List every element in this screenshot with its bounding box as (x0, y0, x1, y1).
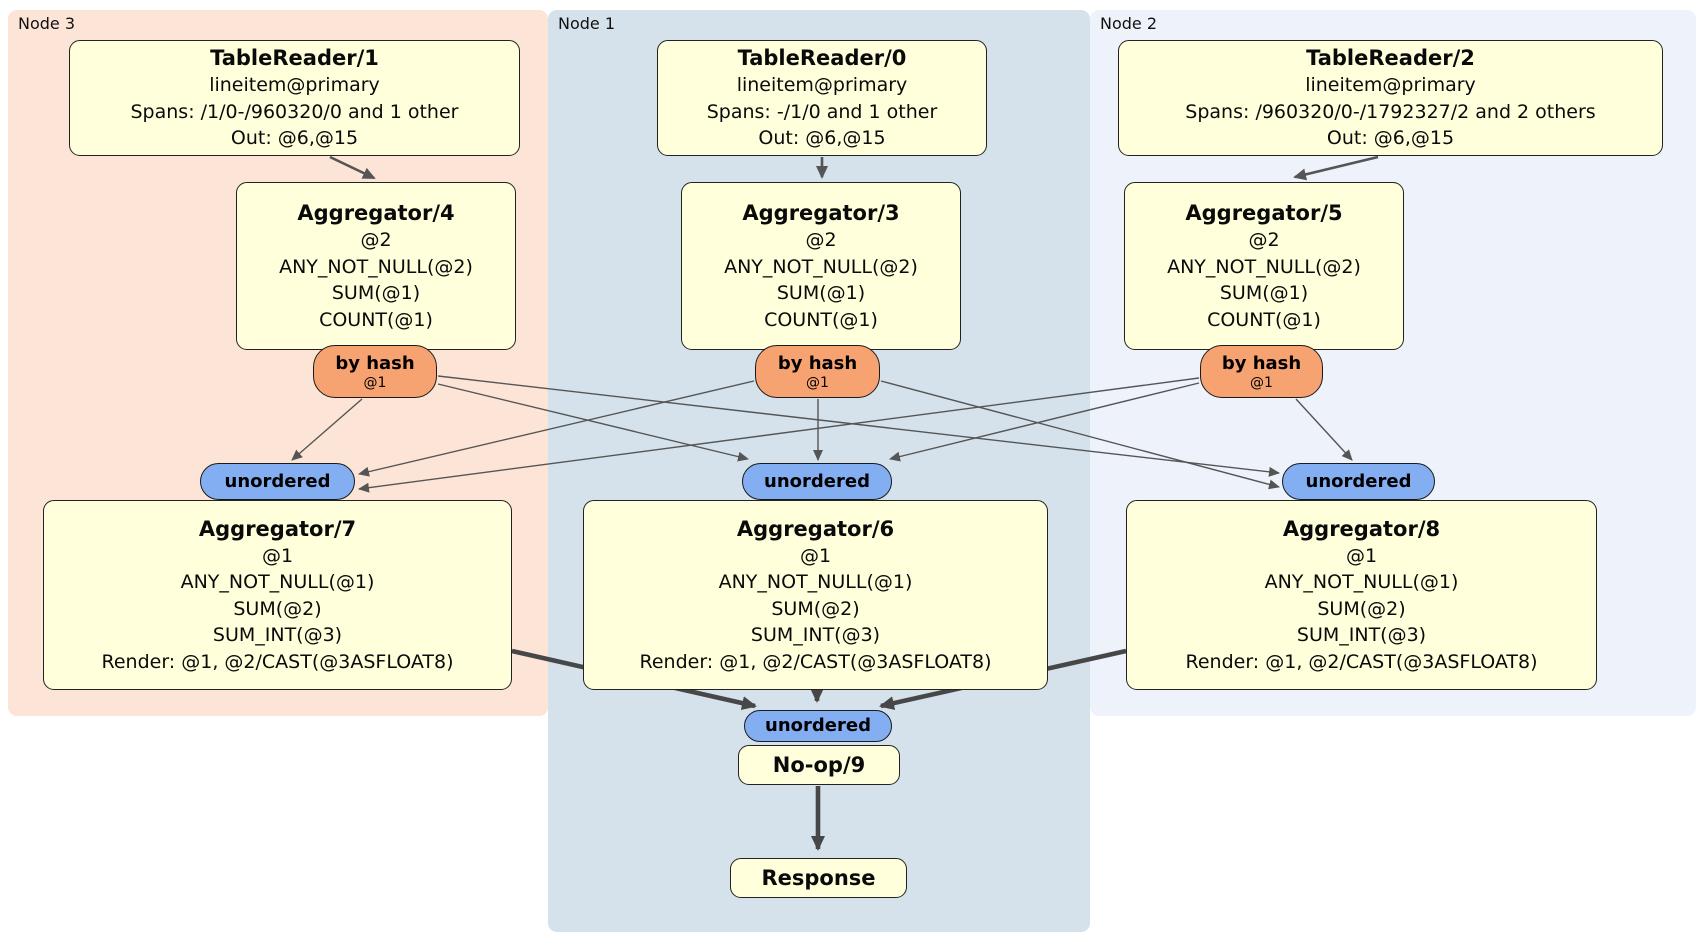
node-label-node3: Node 3 (18, 14, 76, 33)
box-line-aggregator3: SUM(@1) (776, 282, 866, 304)
edge-byhash-left-to-unordered-right (437, 375, 1280, 477)
box-line-aggregator5: ANY_NOT_NULL(@2) (1167, 255, 1361, 278)
box-line-aggregator8: Render: @1, @2/CAST(@3ASFLOAT8) (1185, 650, 1538, 673)
box-line-aggregator5: SUM(@1) (1219, 282, 1309, 304)
box-line-aggregator5: @2 (1248, 229, 1280, 251)
box-title-tablereader1: TableReader/1 (210, 46, 379, 71)
pill-label-unordered-left: unordered (224, 470, 331, 492)
edge-tablereader1-to-aggregator4 (329, 155, 376, 180)
box-line-tablereader2: lineitem@primary (1305, 74, 1476, 97)
edge-byhash-center-to-unordered-left (358, 380, 755, 477)
box-line-aggregator6: @1 (799, 544, 832, 567)
edge-byhash-center-to-unordered-right (880, 380, 1280, 490)
pill-label-unordered-center: unordered (764, 470, 870, 492)
box-line-aggregator4: ANY_NOT_NULL(@2) (279, 255, 473, 278)
pill-label-byhash-center: by hash (777, 352, 858, 374)
box-line-aggregator8: SUM(@2) (1317, 597, 1406, 620)
box-title-aggregator4: Aggregator/4 (297, 201, 455, 225)
box-line-aggregator8: ANY_NOT_NULL(@1) (1264, 571, 1459, 594)
pill-byhash-center: by hash@1 (755, 345, 880, 398)
pill-label-unordered-bottom: unordered (765, 715, 871, 736)
pill-unordered-right: unordered (1282, 463, 1435, 500)
pill-unordered-bottom: unordered (744, 710, 892, 742)
pill-unordered-center: unordered (742, 463, 892, 500)
box-line-tablereader1: Spans: /1/0-/960320/0 and 1 other (130, 100, 459, 123)
box-line-aggregator7: @1 (261, 544, 294, 567)
box-line-aggregator4: SUM(@1) (331, 282, 421, 304)
box-noop9: No-op/9 (738, 745, 900, 785)
box-title-aggregator5: Aggregator/5 (1185, 201, 1343, 225)
node-label-node2: Node 2 (1100, 14, 1158, 33)
box-line-aggregator6: Render: @1, @2/CAST(@3ASFLOAT8) (639, 650, 992, 673)
box-line-tablereader2: Out: @6,@15 (1326, 127, 1455, 150)
box-title-tablereader0: TableReader/0 (737, 46, 907, 71)
box-line-aggregator7: SUM(@2) (233, 597, 322, 620)
pill-label-byhash-right: by hash (1221, 352, 1302, 374)
box-line-aggregator8: SUM_INT(@3) (1296, 624, 1427, 647)
box-line-tablereader2: Spans: /960320/0-/1792327/2 and 2 others (1185, 100, 1596, 123)
box-line-aggregator6: ANY_NOT_NULL(@1) (718, 571, 913, 594)
pill-sub-byhash-right: @1 (1250, 374, 1273, 391)
box-line-aggregator3: COUNT(@1) (764, 308, 878, 331)
box-title-noop9: No-op/9 (772, 753, 866, 777)
box-line-tablereader1: Out: @6,@15 (230, 127, 359, 150)
pill-label-byhash-left: by hash (335, 352, 415, 374)
box-title-aggregator8: Aggregator/8 (1282, 516, 1441, 541)
box-line-aggregator8: @1 (1345, 544, 1378, 567)
box-line-aggregator7: Render: @1, @2/CAST(@3ASFLOAT8) (101, 650, 454, 673)
box-response: Response (730, 858, 907, 898)
box-line-aggregator4: @2 (360, 229, 392, 251)
pill-sub-byhash-center: @1 (806, 374, 829, 391)
edge-byhash-right-to-unordered-right (1295, 398, 1353, 461)
box-title-aggregator6: Aggregator/6 (736, 516, 895, 541)
box-line-tablereader0: Out: @6,@15 (758, 127, 886, 150)
box-title-response: Response (761, 866, 876, 890)
edge-byhash-right-to-unordered-center (889, 382, 1200, 462)
box-line-aggregator5: COUNT(@1) (1207, 308, 1321, 331)
box-line-tablereader0: Spans: -/1/0 and 1 other (706, 100, 938, 123)
pill-label-unordered-right: unordered (1305, 470, 1412, 492)
pill-byhash-right: by hash@1 (1200, 345, 1323, 398)
edge-byhash-left-to-unordered-center (437, 383, 749, 462)
box-line-aggregator4: COUNT(@1) (319, 308, 433, 331)
box-title-aggregator7: Aggregator/7 (198, 516, 357, 541)
pill-unordered-left: unordered (200, 463, 355, 500)
box-line-aggregator6: SUM(@2) (771, 597, 860, 620)
box-title-tablereader2: TableReader/2 (1306, 46, 1475, 71)
box-line-aggregator3: ANY_NOT_NULL(@2) (724, 255, 918, 278)
box-line-aggregator7: SUM_INT(@3) (212, 624, 343, 647)
box-title-aggregator3: Aggregator/3 (742, 201, 900, 225)
box-line-aggregator3: @2 (805, 229, 837, 251)
edge-tablereader2-to-aggregator5 (1293, 155, 1379, 181)
box-line-aggregator7: ANY_NOT_NULL(@1) (180, 571, 375, 594)
edge-byhash-left-to-unordered-left (291, 398, 363, 461)
box-line-aggregator6: SUM_INT(@3) (750, 624, 881, 647)
node-label-node1: Node 1 (558, 14, 616, 33)
pill-sub-byhash-left: @1 (363, 374, 387, 391)
edge-byhash-right-to-unordered-left (358, 377, 1200, 493)
box-line-tablereader0: lineitem@primary (736, 74, 908, 97)
box-line-tablereader1: lineitem@primary (209, 74, 380, 97)
pill-byhash-left: by hash@1 (313, 345, 437, 398)
